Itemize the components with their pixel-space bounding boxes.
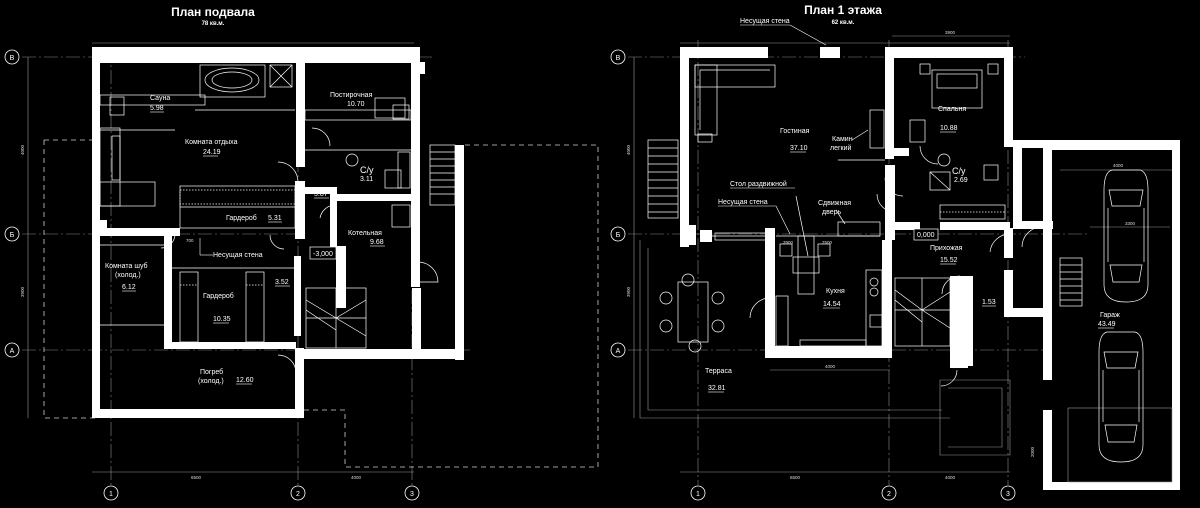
basement-axis-a: А <box>10 348 15 355</box>
basement-dim-w2: 4000 <box>351 475 362 480</box>
car-top-icon <box>1103 169 1149 303</box>
basement-dim-w1: 6500 <box>191 475 202 480</box>
floor1-bearing-wall-top: Несущая стена <box>740 18 790 25</box>
f1-garage-area: 43.49 <box>1098 321 1116 328</box>
basement-axis-v: В <box>10 55 15 62</box>
floor1-sliding-door-2: дверь <box>822 209 842 216</box>
f1-kitchen-label: Кухня <box>826 288 845 295</box>
room-corridor-area: 5.87 <box>314 191 328 198</box>
floor1-sliding-door-1: Сдвижная <box>818 200 851 207</box>
room-sauna-area: 5.98 <box>150 105 164 112</box>
basement-dim-h1: 4000 <box>20 144 25 155</box>
room-boiler-area: 9.68 <box>370 239 384 246</box>
f1-hallway-label: Прихожая <box>930 245 963 252</box>
floor1-axis-1: 1 <box>696 491 700 498</box>
f1-terrace-label: Терраса <box>705 368 732 375</box>
room-wardrobe2-label: Гардероб <box>203 292 234 300</box>
basement-title: План подвала <box>171 5 255 19</box>
floor1-dim-h1: 4000 <box>626 144 631 155</box>
floor1-dim-gv: 2000 <box>1030 446 1035 457</box>
f1-bedroom-label: Спальня <box>938 106 966 113</box>
basement-plan: 700 6500 4000 4000 3900 В Б А 1 2 3 План… <box>4 5 599 501</box>
f1-bedroom-area: 10.88 <box>940 125 958 132</box>
floor1-dim-top: 3900 <box>945 30 956 35</box>
basement-dim-h2: 3900 <box>20 286 25 297</box>
f1-garage-label: Гараж <box>1100 312 1120 319</box>
floor1-axis-v: В <box>616 55 621 62</box>
room-laundry-label: Постирочная <box>330 92 373 99</box>
f1-wc-label: С/у <box>952 166 966 176</box>
f1-small-area: 1.53 <box>982 299 996 306</box>
floor1-dim-inner: 4000 <box>825 364 836 369</box>
f1-living-area: 37.10 <box>790 145 808 152</box>
basement-dim-700: 700 <box>186 238 194 243</box>
floor1-level-mark: 0,000 <box>917 232 935 239</box>
f1-hallway-area: 15.52 <box>940 257 958 264</box>
floor1-axis-3: 3 <box>1006 491 1010 498</box>
floor1-dim-w1: 6500 <box>790 475 801 480</box>
room-wardrobe2-area: 10.35 <box>213 316 231 323</box>
floor1-axis-2: 2 <box>887 491 891 498</box>
room-fur-label2: (холод.) <box>115 272 141 279</box>
floor1-dim-g1: 4000 <box>1113 163 1124 168</box>
floor1-table-note: Стол раздвижной <box>730 180 787 188</box>
room-fur-area: 6.12 <box>122 284 136 291</box>
room-rest-area: 24.19 <box>203 149 221 156</box>
floor1-axis-a: А <box>616 348 621 355</box>
floor1-subtitle: 62 кв.м. <box>832 20 855 26</box>
room-wc-label: С/у <box>360 165 374 175</box>
f1-living-label: Гостиная <box>780 128 810 135</box>
f1-wc-area: 2.69 <box>954 177 968 184</box>
car-bottom-icon <box>1067 331 1173 483</box>
floor1-bearing-wall-mid: Несущая стена <box>718 199 768 206</box>
room-hall-small-area: 3.52 <box>275 279 289 286</box>
floor1-dim-2500: 2500 <box>822 240 833 245</box>
basement-axis-2: 2 <box>296 491 300 498</box>
floor1-plan: 3900 6500 4000 4000 3900 2500 4000 3300 … <box>610 3 1180 501</box>
room-boiler-label: Котельная <box>348 230 382 237</box>
basement-axis-1: 1 <box>109 491 113 498</box>
floor1-fireplace-1: Камин <box>832 136 853 143</box>
basement-axis-3: 3 <box>410 491 414 498</box>
room-rest-label: Комната отдыха <box>185 139 238 146</box>
floor1-dim-g2: 3300 <box>1125 221 1136 226</box>
basement-axis-b: Б <box>10 232 15 239</box>
room-sauna-label: Сауна <box>150 95 170 102</box>
f1-kitchen-area: 14.54 <box>823 301 841 308</box>
basement-level-mark: -3,000 <box>313 251 333 258</box>
f1-terrace-area: 32.81 <box>708 385 726 392</box>
room-wardrobe1-label: Гардероб <box>226 214 257 222</box>
room-wardrobe1-area: 5.31 <box>268 215 282 222</box>
room-cellar-label2: (холод.) <box>198 378 224 385</box>
basement-bearing-wall: Несущая стена <box>213 252 263 259</box>
floor1-title: План 1 этажа <box>804 3 882 17</box>
room-wc-area: 3.11 <box>360 176 373 183</box>
floor1-dim-h2: 3900 <box>626 286 631 297</box>
room-fur-label: Комната шуб <box>105 262 148 270</box>
basement-subtitle: 78 кв.м. <box>202 21 225 27</box>
room-laundry-area: 10.70 <box>347 101 365 108</box>
floor1-dim-3900: 3900 <box>783 240 794 245</box>
room-cellar-label: Погреб <box>200 368 223 376</box>
room-cellar-area: 12.60 <box>236 377 254 384</box>
floor1-fireplace-2: легкий <box>830 144 852 152</box>
floor1-axis-b: Б <box>616 232 621 239</box>
floor1-dim-w2: 4000 <box>945 475 956 480</box>
